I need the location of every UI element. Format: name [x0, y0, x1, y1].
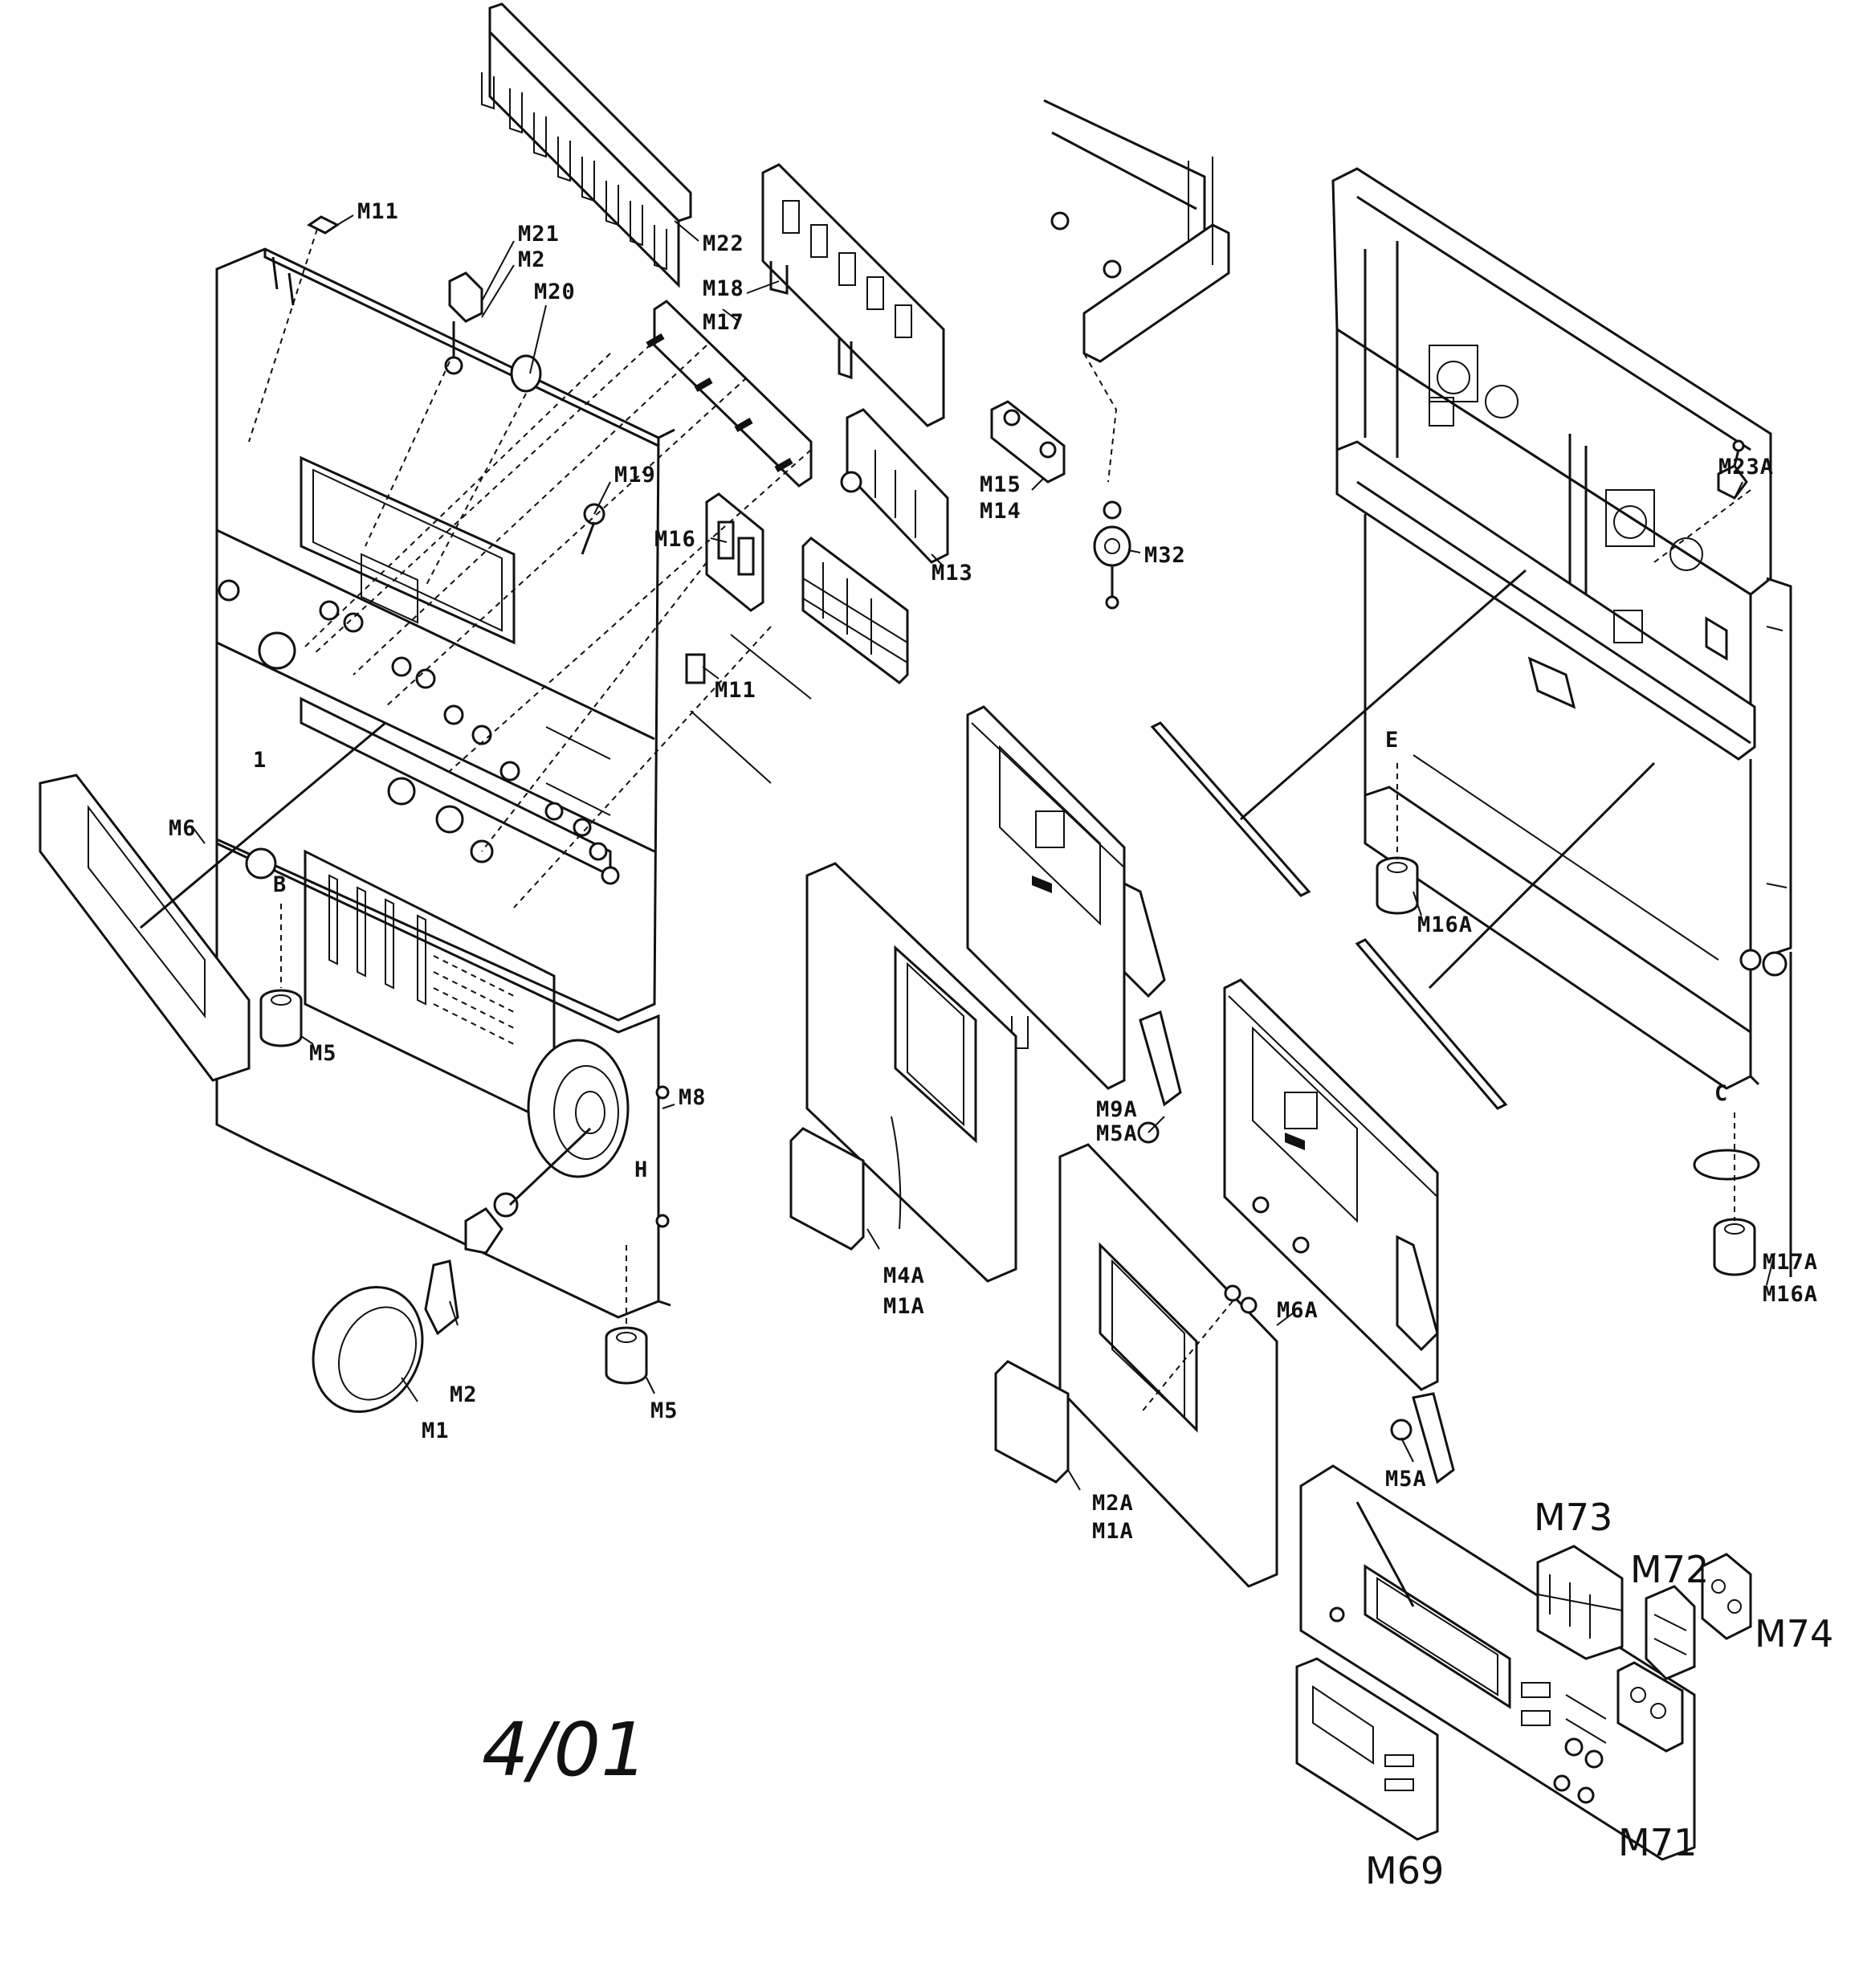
knob-m1 [312, 1192, 519, 1414]
label-m5a-lower: M5A [1385, 1467, 1427, 1492]
label-m9a: M9A [1096, 1097, 1138, 1122]
label-m11-top: M11 [357, 199, 399, 224]
label-m1a-lower: M1A [1092, 1519, 1134, 1544]
label-m74: M74 [1755, 1612, 1833, 1655]
terminal-block [801, 537, 909, 684]
front-panel-m71 [1299, 1464, 1696, 1861]
label-m73: M73 [1534, 1496, 1612, 1539]
label-m69: M69 [1365, 1849, 1444, 1892]
label-m16: M16 [654, 527, 696, 552]
label-m18: M18 [703, 276, 744, 301]
label-m14: M14 [980, 499, 1021, 524]
date-mark: 4/01 [482, 1707, 648, 1793]
rear-chassis [1331, 167, 1792, 1277]
button-strip-m22 [481, 2, 692, 288]
cassette-door-left [789, 862, 1017, 1283]
label-m6: M6 [169, 816, 197, 841]
label-m5-left: M5 [309, 1041, 337, 1066]
label-m20: M20 [534, 280, 576, 304]
button-block-m73 [1536, 1545, 1624, 1660]
label-m1a-left: M1A [883, 1294, 925, 1319]
label-m17a: M17A [1763, 1250, 1818, 1275]
label-m72: M72 [1630, 1548, 1709, 1591]
label-h: H [634, 1157, 648, 1182]
switch-m13 [840, 408, 949, 564]
label-m15: M15 [980, 472, 1021, 497]
label-m16a-bottom: M16A [1763, 1282, 1818, 1307]
label-m21: M21 [518, 222, 560, 247]
label-m2-top: M2 [518, 247, 546, 272]
label-m6a: M6A [1277, 1298, 1319, 1323]
window-m69 [1295, 1657, 1439, 1841]
label-m5a-mid: M5A [1096, 1121, 1138, 1146]
button-block-m72 [1645, 1585, 1696, 1680]
label-m16a-top: M16A [1417, 912, 1473, 937]
guide-strips [1150, 569, 1656, 1110]
part-m15-m14 [990, 400, 1066, 484]
small-parts-top [271, 215, 605, 555]
label-m8: M8 [679, 1085, 707, 1110]
bracket-m32 [1043, 99, 1230, 610]
board-m17 [646, 300, 813, 488]
label-m22: M22 [703, 231, 744, 256]
spring-strips [685, 634, 812, 784]
label-b: B [273, 872, 287, 897]
window-panel-m6 [39, 774, 251, 1082]
label-m11-mid: M11 [715, 678, 756, 703]
foot-m5-left [259, 989, 303, 1047]
switch-m16 [705, 492, 764, 612]
label-m4a: M4A [883, 1263, 925, 1288]
foot-m5-bottom [605, 1326, 648, 1385]
assembly-lines-left [140, 228, 812, 1325]
label-m13: M13 [932, 561, 973, 586]
label-m2a: M2A [1092, 1491, 1134, 1516]
label-m2-bottom: M2 [450, 1382, 478, 1407]
front-panel-assembly [215, 247, 675, 1319]
label-m19: M19 [614, 463, 656, 488]
cassette-door-right [994, 1143, 1278, 1588]
leader-lines [192, 214, 1775, 1491]
label-m17: M17 [703, 310, 744, 335]
cassette-mech-lower [1223, 978, 1455, 1484]
label-c: C [1714, 1081, 1728, 1106]
label-m5-bottom: M5 [650, 1398, 679, 1423]
button-block-m74 [1616, 1553, 1752, 1753]
label-m32: M32 [1144, 543, 1186, 568]
callout-labels: M11 M21 M2 M20 M22 M18 M17 M19 M16 M13 M… [169, 199, 1833, 1892]
label-m23a: M23A [1718, 455, 1774, 480]
label-m1: M1 [422, 1419, 450, 1443]
switch-block-m18 [761, 163, 945, 427]
label-1: 1 [253, 748, 267, 773]
label-e: E [1385, 728, 1399, 753]
label-m71: M71 [1618, 1821, 1697, 1864]
